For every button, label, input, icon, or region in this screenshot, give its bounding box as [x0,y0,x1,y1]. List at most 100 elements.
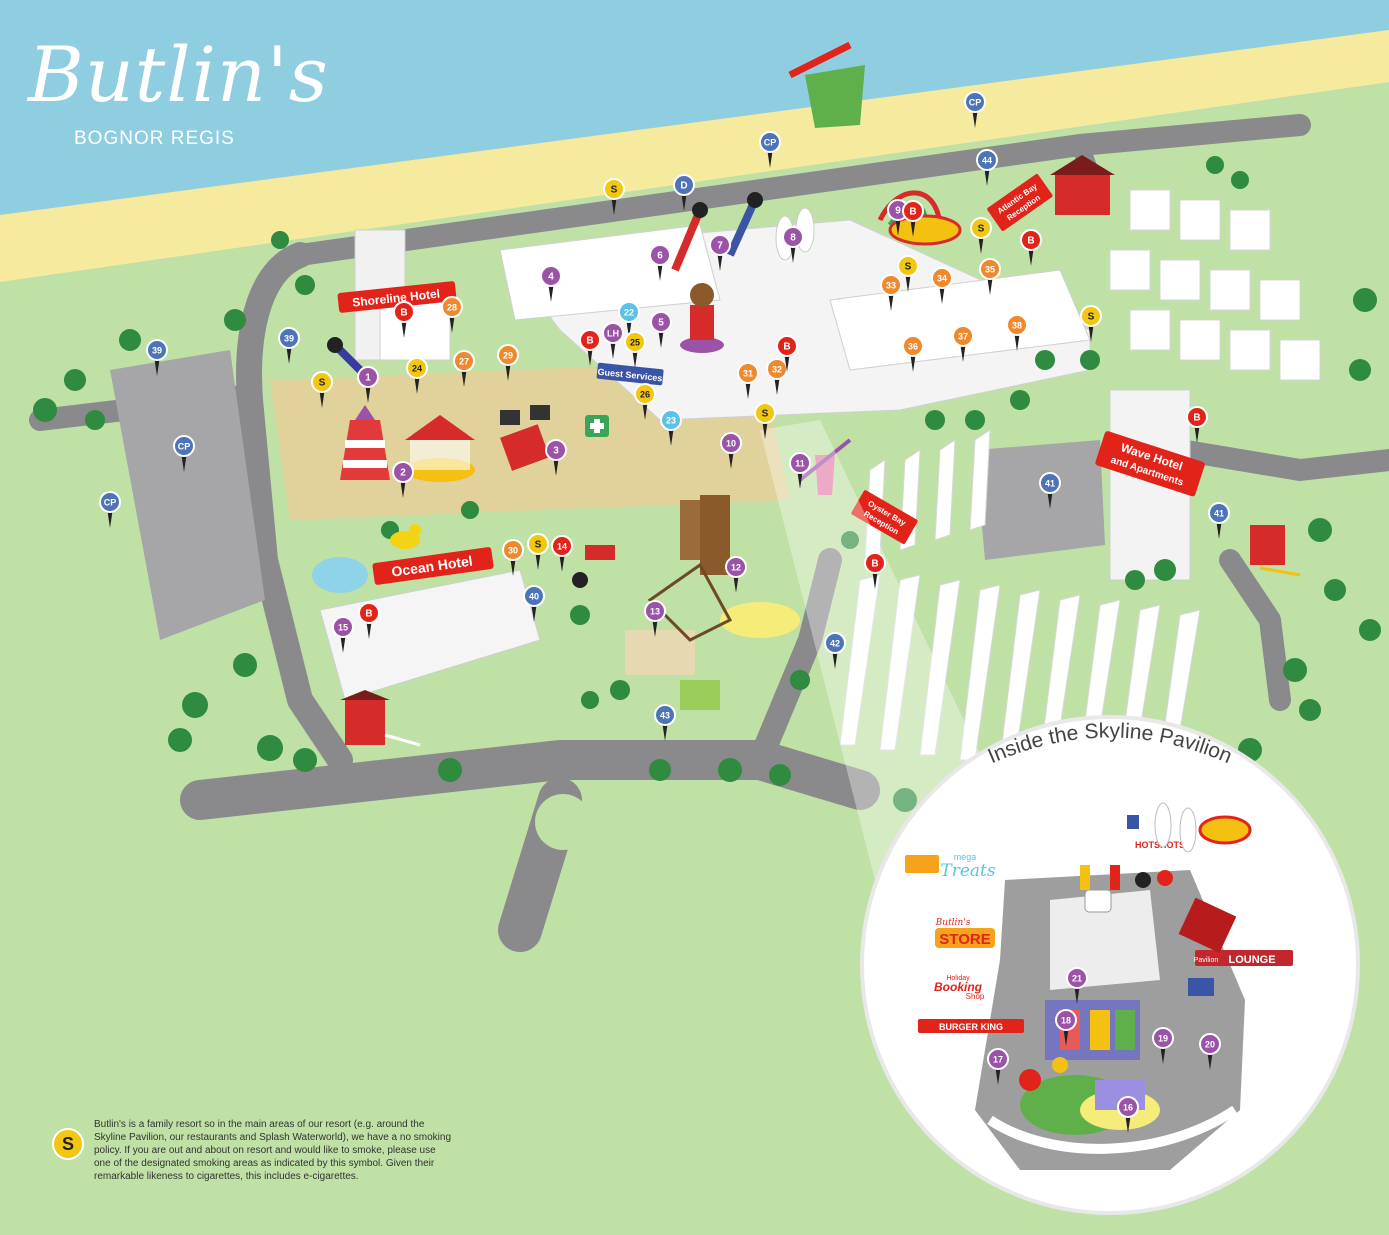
map-pin-s[interactable]: S [1080,305,1102,342]
map-pin-cp[interactable]: CP [964,91,986,128]
map-pin-29[interactable]: 29 [497,344,519,381]
map-pin-b[interactable]: B [579,329,601,366]
map-pin-34[interactable]: 34 [931,267,953,304]
map-pin-15[interactable]: 15 [332,616,354,653]
map-pin-lh[interactable]: LH [602,322,624,359]
map-pin-d[interactable]: D [673,174,695,211]
pin-label: 14 [557,542,567,552]
map-pin-11[interactable]: 11 [789,452,811,489]
map-pin-b[interactable]: B [864,552,886,589]
map-pin-s[interactable]: S [311,371,333,408]
map-pin-s[interactable]: S [970,217,992,254]
map-pin-cp[interactable]: CP [173,435,195,472]
map-pin-3[interactable]: 3 [545,439,567,476]
map-pin-27[interactable]: 27 [453,350,475,387]
map-pin-cp[interactable]: CP [99,491,121,528]
pin-label: CP [969,98,982,108]
map-pin-24[interactable]: 24 [406,357,428,394]
map-pin-5[interactable]: 5 [650,311,672,348]
pin-label: 6 [657,251,663,262]
map-pin-17[interactable]: 17 [987,1048,1009,1085]
map-pin-20[interactable]: 20 [1199,1033,1221,1070]
map-pin-41[interactable]: 41 [1208,502,1230,539]
pin-marker [970,217,992,239]
map-pin-26[interactable]: 26 [634,383,656,420]
map-pin-s[interactable]: S [897,255,919,292]
map-pin-13[interactable]: 13 [644,600,666,637]
map-pin-b[interactable]: B [776,335,798,372]
map-pin-6[interactable]: 6 [649,244,671,281]
map-pin-b[interactable]: B [393,301,415,338]
map-pin-37[interactable]: 37 [952,325,974,362]
pin-marker [146,339,168,361]
map-pin-8[interactable]: 8 [782,226,804,263]
map-pin-19[interactable]: 19 [1152,1027,1174,1064]
pin-marker [1006,314,1028,336]
map-pin-39[interactable]: 39 [146,339,168,376]
pin-label: 39 [284,334,294,344]
pin-stem [286,344,292,364]
map-pin-28[interactable]: 28 [441,296,463,333]
map-pin-s[interactable]: S [527,533,549,570]
pin-label: 26 [640,390,650,400]
pin-marker [441,296,463,318]
map-pin-b[interactable]: B [1020,229,1042,266]
map-pin-31[interactable]: 31 [737,362,759,399]
map-pin-10[interactable]: 10 [720,432,742,469]
pin-label: 39 [152,346,162,356]
map-pin-41[interactable]: 41 [1039,472,1061,509]
map-pin-42[interactable]: 42 [824,632,846,669]
map-pin-b[interactable]: B [1186,406,1208,443]
pin-label: B [1027,236,1034,247]
pin-label: 20 [1205,1040,1215,1050]
pin-marker [497,344,519,366]
map-pin-38[interactable]: 38 [1006,314,1028,351]
pin-stem [642,400,648,420]
chalet-rows-south [839,574,1201,761]
pin-label: 7 [717,241,723,252]
pin-stem [790,243,796,263]
map-pin-4[interactable]: 4 [540,265,562,302]
beach [0,30,1389,282]
map-pin-40[interactable]: 40 [523,585,545,622]
pin-label: 42 [830,639,840,649]
map-pin-1[interactable]: 1 [357,366,379,403]
pin-marker [902,200,924,222]
map-pin-b[interactable]: B [358,602,380,639]
duck-ride [390,524,421,549]
map-pin-39[interactable]: 39 [278,327,300,364]
map-pin-b[interactable]: B [902,200,924,237]
map-pin-16[interactable]: 16 [1117,1096,1139,1133]
map-pin-s[interactable]: S [603,178,625,215]
map-pin-32[interactable]: 32 [766,358,788,395]
pin-stem [531,602,537,622]
map-pin-23[interactable]: 23 [660,409,682,446]
map-pin-35[interactable]: 35 [979,258,1001,295]
pin-stem [987,275,993,295]
booking-label: Booking [934,980,983,994]
map-pin-2[interactable]: 2 [392,461,414,498]
map-pin-33[interactable]: 33 [880,274,902,311]
pin-label: 10 [726,439,736,449]
pin-label: 4 [548,272,554,283]
map-pin-22[interactable]: 22 [618,301,640,338]
map-pin-12[interactable]: 12 [725,556,747,593]
map-pin-44[interactable]: 44 [976,149,998,186]
inset-lounge-sign: Pavilion LOUNGE [1178,897,1293,996]
pin-marker [720,432,742,454]
map-pin-43[interactable]: 43 [654,704,676,741]
gatehouse-south [340,690,421,747]
pin-stem [461,367,467,387]
map-pin-18[interactable]: 18 [1055,1009,1077,1046]
pin-stem [1088,322,1094,342]
map-pin-25[interactable]: 25 [624,331,646,368]
map-pin-36[interactable]: 36 [902,335,924,372]
map-pin-21[interactable]: 21 [1066,967,1088,1004]
pin-stem [895,216,901,236]
map-pin-cp[interactable]: CP [759,131,781,168]
map-pin-30[interactable]: 30 [502,539,524,576]
map-pin-7[interactable]: 7 [709,234,731,271]
map-pin-14[interactable]: 14 [551,535,573,572]
pin-marker [392,461,414,483]
map-pin-s[interactable]: S [754,402,776,439]
